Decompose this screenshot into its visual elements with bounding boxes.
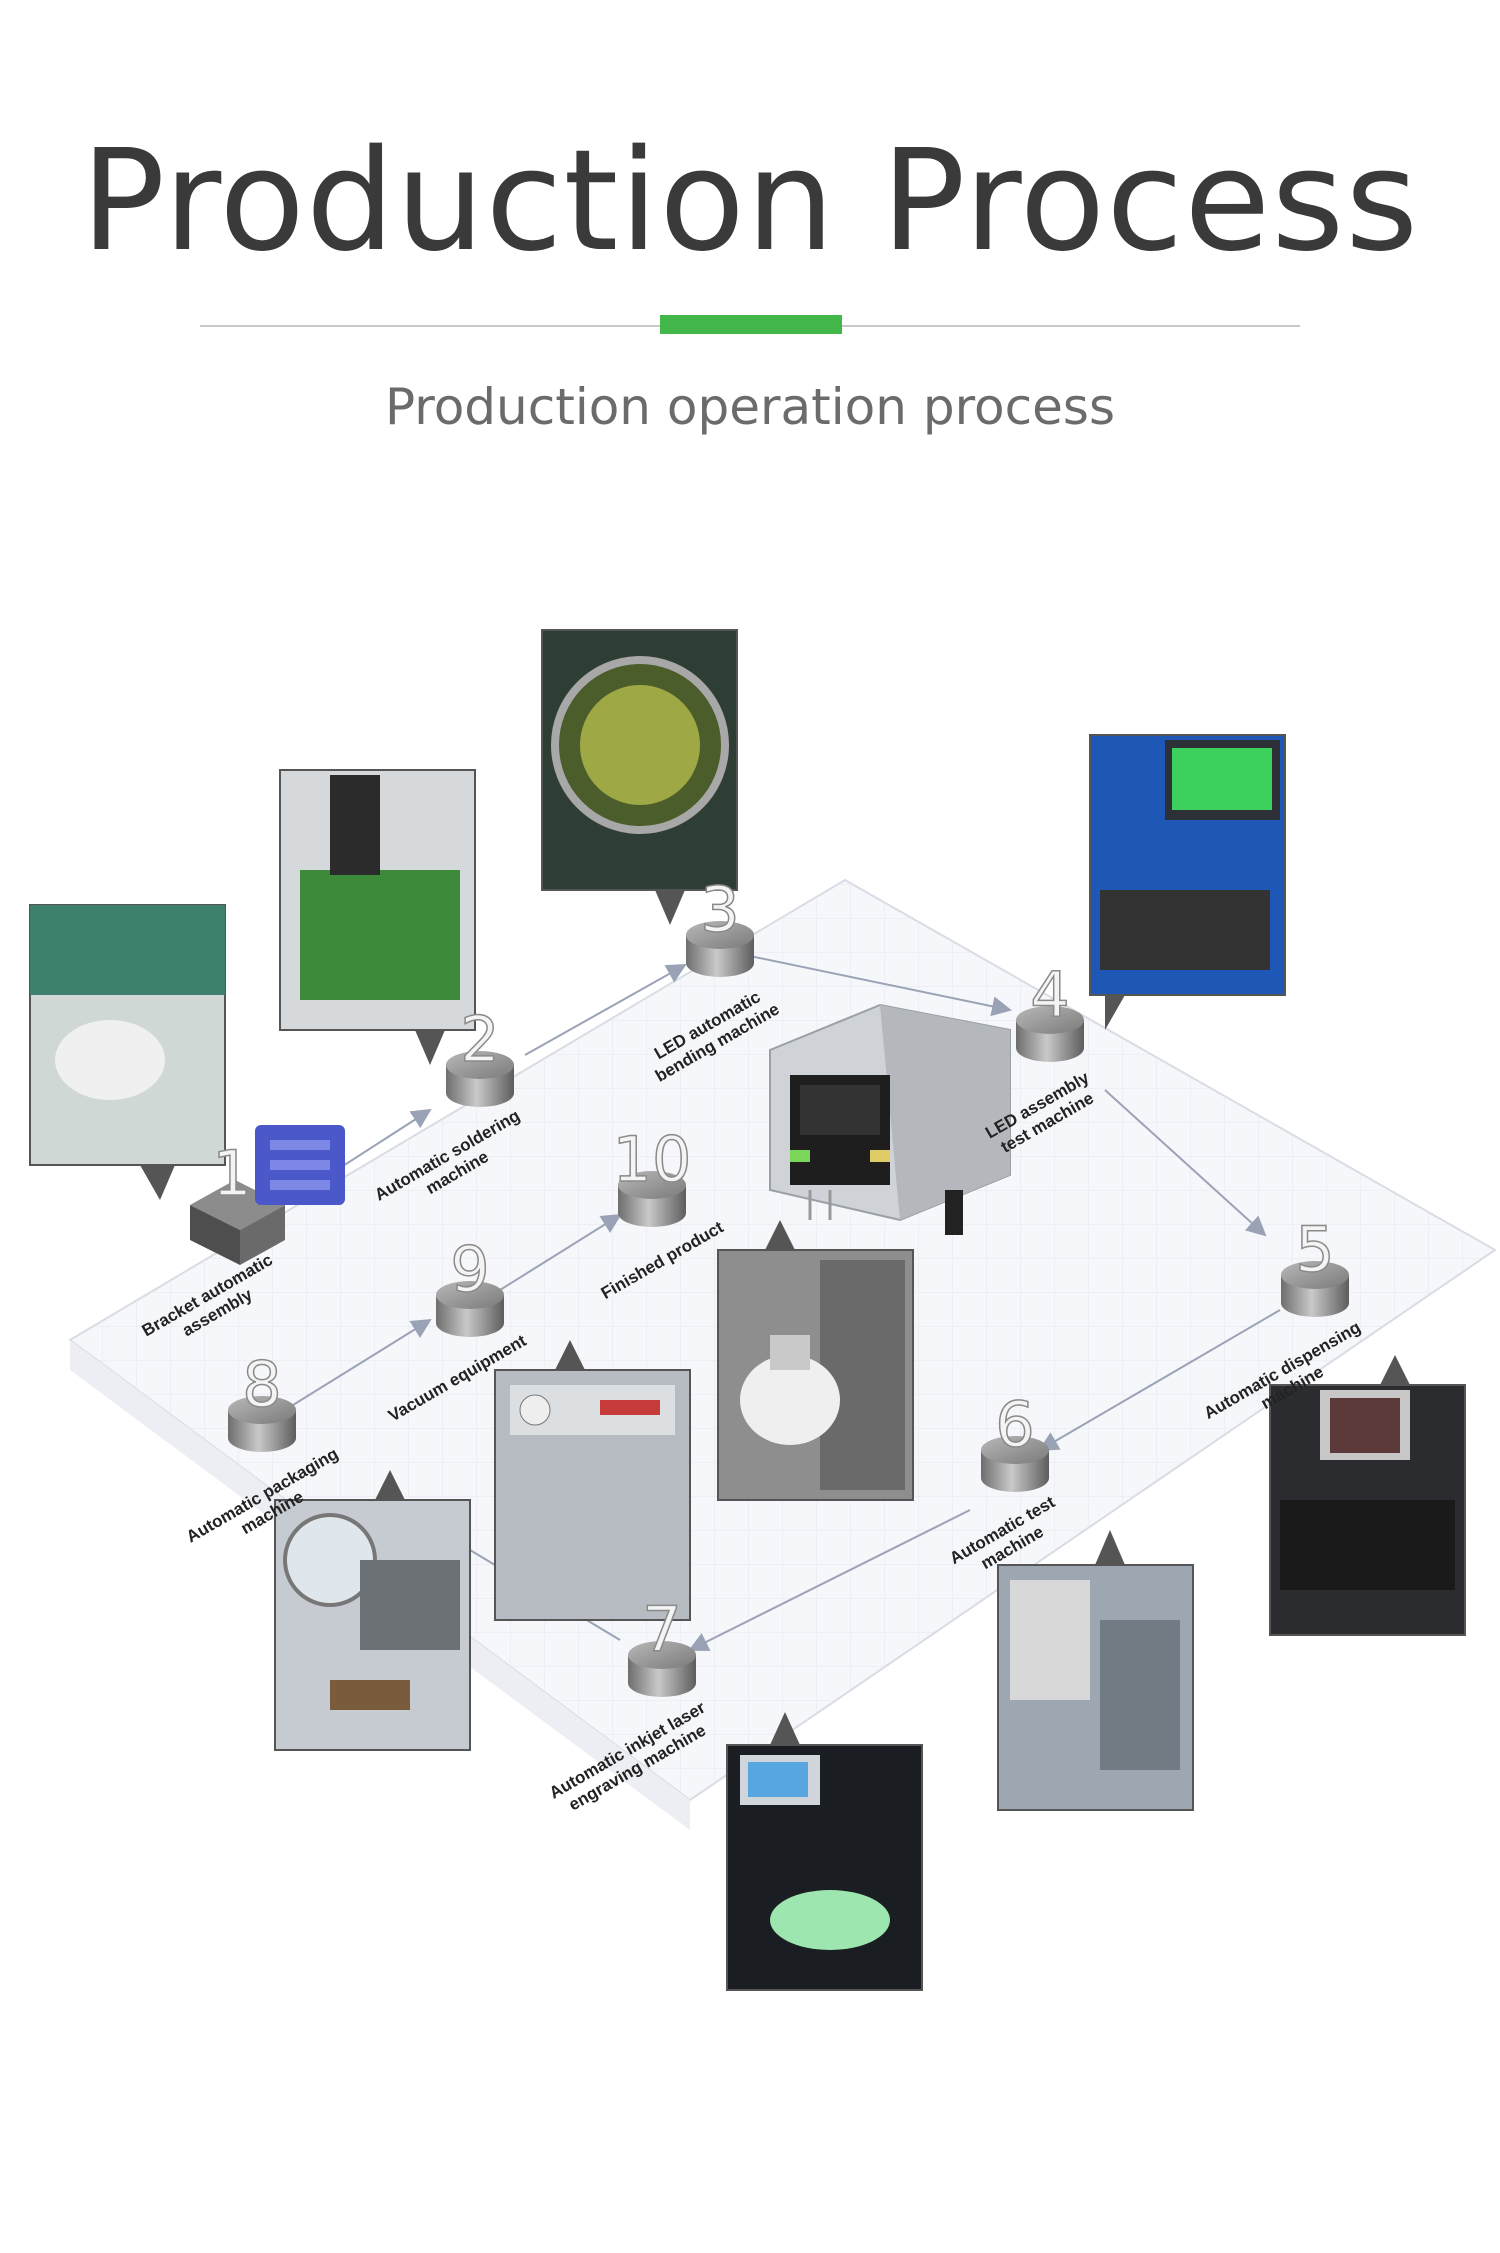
- step-cylinder-top: [228, 1396, 296, 1424]
- step-number: 2: [460, 1003, 499, 1076]
- dispensing-photo: [1269, 1355, 1466, 1636]
- step-number: 9: [450, 1233, 489, 1306]
- soldering-photo: [279, 769, 476, 1065]
- step-cylinder-top: [1016, 1006, 1084, 1034]
- step-number: 5: [1295, 1213, 1334, 1286]
- test-machine-photo: [1089, 734, 1286, 1030]
- step-cylinder-top: [436, 1281, 504, 1309]
- test-station-photo: [997, 1530, 1194, 1811]
- step-number: 10: [613, 1123, 692, 1196]
- step-number: 4: [1030, 958, 1069, 1031]
- bending-bowl-photo: [541, 629, 738, 925]
- step-cylinder-top: [446, 1051, 514, 1079]
- step-cylinder-top: [628, 1641, 696, 1669]
- finished-product-photo: [717, 1220, 914, 1501]
- step-cylinder-top: [686, 921, 754, 949]
- step-number: 1: [212, 1137, 251, 1210]
- vacuum-photo: [494, 1340, 691, 1621]
- step-cylinder-top: [1281, 1261, 1349, 1289]
- packaging-photo: [274, 1470, 471, 1751]
- laser-engraver-photo: [726, 1712, 923, 1991]
- step-number: 3: [700, 873, 739, 946]
- photos: [29, 629, 1466, 1991]
- title-accent-bar: [660, 315, 842, 334]
- step-cylinder-top: [618, 1171, 686, 1199]
- bracket-assembly-graphic: [190, 1125, 345, 1265]
- rj45-connector-graphic: [769, 1003, 1011, 1235]
- page-title: Production Process: [80, 120, 1420, 283]
- gloved-hands-photo: [29, 904, 226, 1200]
- step-cylinder-top: [981, 1436, 1049, 1464]
- page-subtitle: Production operation process: [384, 378, 1115, 436]
- step-number: 7: [642, 1593, 681, 1666]
- step-number: 8: [242, 1348, 281, 1421]
- step-number: 6: [995, 1388, 1034, 1461]
